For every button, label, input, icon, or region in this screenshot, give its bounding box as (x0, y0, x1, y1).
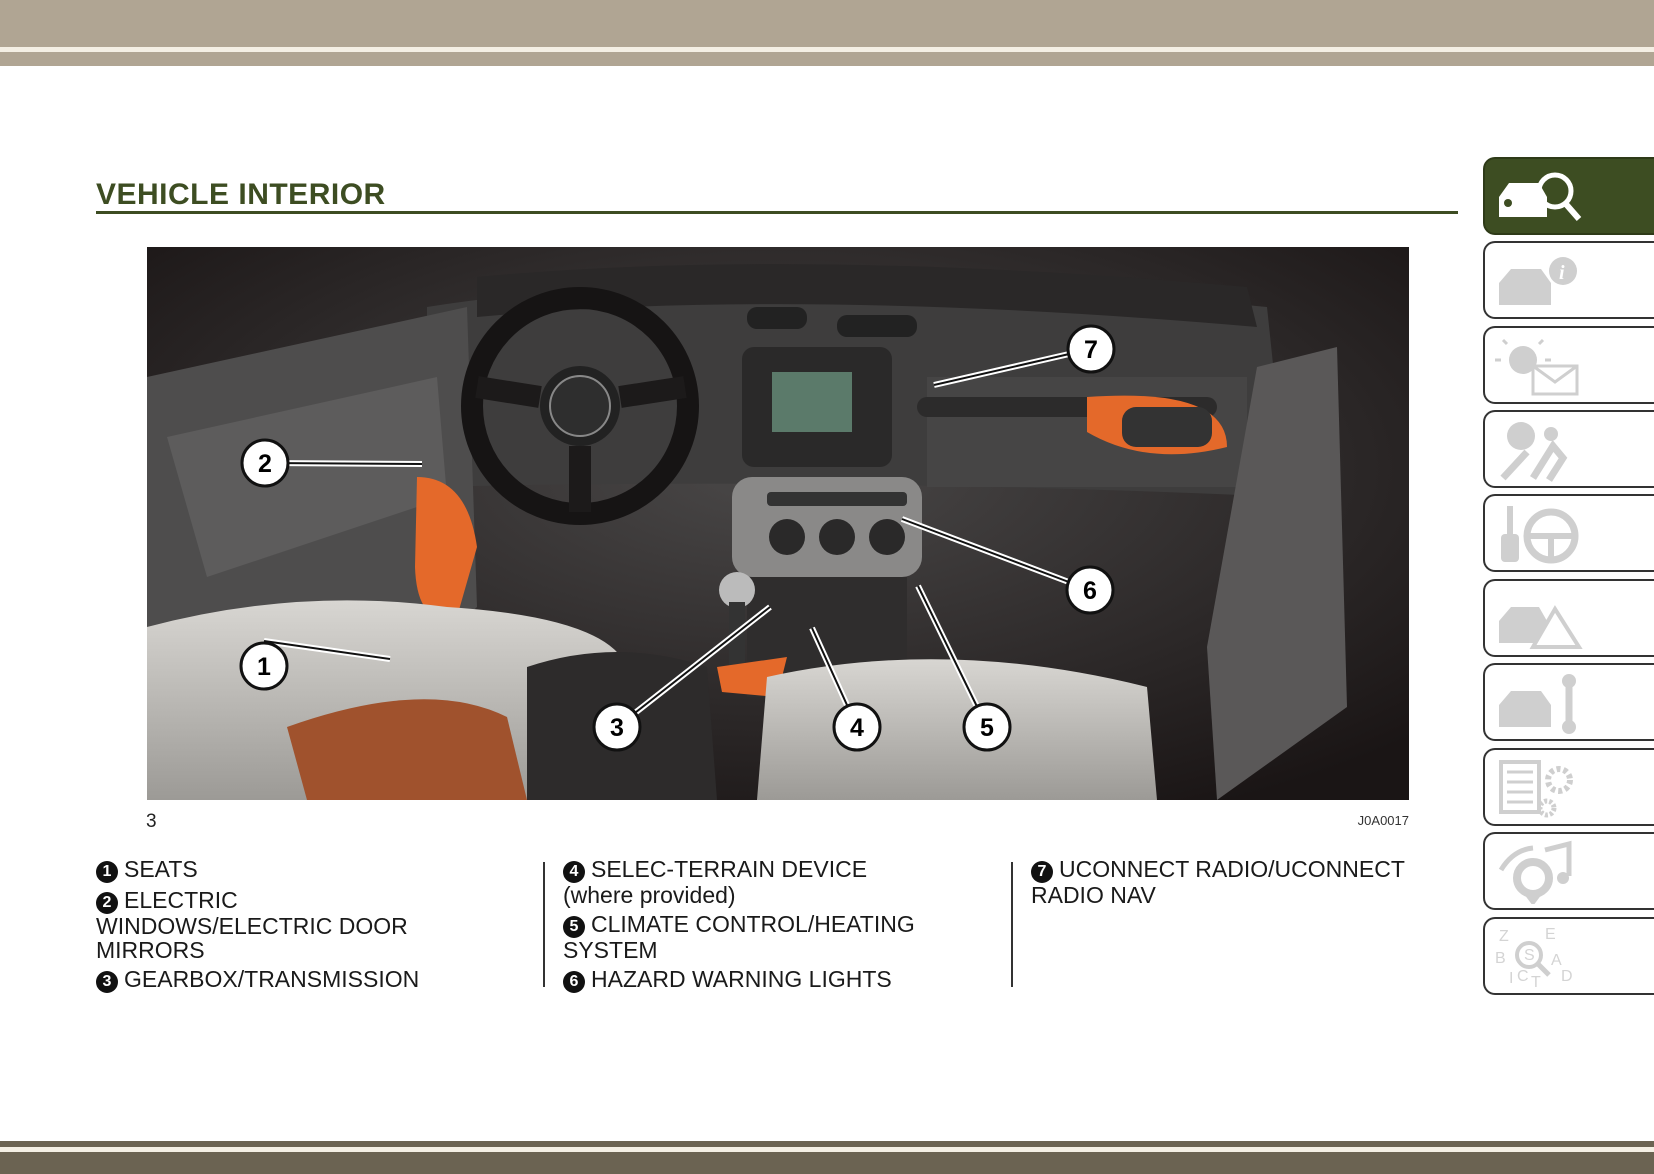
key-steering-wheel-icon (1501, 506, 1579, 564)
multimedia-icon (1498, 840, 1572, 904)
svg-text:i: i (1559, 262, 1565, 284)
index-search-icon: Z E B A C T D I S (1495, 926, 1573, 989)
legend-text: CLIMATE CONTROL/HEATING SYSTEM (563, 911, 915, 963)
safety-airbag-icon (1500, 422, 1568, 482)
callout-2: 2 (240, 438, 290, 488)
legend-number: 2 (96, 892, 118, 914)
svg-text:1: 1 (257, 653, 271, 681)
legend-number: 6 (563, 971, 585, 993)
legend-text: UCONNECT RADIO/UCONNECT RADIO NAV (1031, 856, 1405, 908)
index-letters: Z E B A C T D I S (1495, 926, 1573, 989)
legend-text: HAZARD WARNING LIGHTS (591, 966, 892, 992)
title-underline (96, 211, 1458, 214)
callout-5: 5 (962, 702, 1012, 752)
warning-light-message-icon (1495, 338, 1579, 396)
legend-item: 6 HAZARD WARNING LIGHTS (563, 967, 943, 993)
callout-6: 6 (1065, 565, 1115, 615)
legend-number: 5 (563, 916, 585, 938)
tab-servicing[interactable] (1483, 663, 1654, 741)
car-search-icon (1499, 172, 1582, 221)
tab-starting-driving[interactable] (1483, 494, 1654, 572)
tab-multimedia[interactable] (1483, 832, 1654, 910)
svg-text:3: 3 (610, 714, 624, 742)
column-divider (1011, 862, 1013, 987)
legend-text: SELEC-TERRAIN DEVICE (where provided) (563, 856, 868, 908)
top-band-stripe (0, 47, 1654, 52)
tab-emergency[interactable] (1483, 579, 1654, 657)
legend-number: 4 (563, 861, 585, 883)
column-divider (543, 862, 545, 987)
vehicle-interior-illustration: 1 2 3 4 5 6 7 (147, 247, 1409, 800)
callout-7: 7 (1066, 324, 1116, 374)
legend-number: 7 (1031, 861, 1053, 883)
callout-1: 1 (239, 641, 289, 691)
legend-item: 1 SEATS (96, 857, 516, 883)
legend-text: SEATS (124, 856, 198, 882)
specs-gear-icon (1499, 760, 1573, 818)
callout-4: 4 (832, 702, 882, 752)
page-title: VEHICLE INTERIOR (96, 178, 386, 211)
car-emergency-icon (1499, 605, 1583, 649)
legend-item: 3 GEARBOX/TRANSMISSION (96, 967, 516, 993)
car-wrench-icon (1499, 674, 1576, 734)
legend-text: ELECTRIC WINDOWS/ELECTRIC DOOR MIRRORS (96, 887, 408, 963)
svg-text:6: 6 (1083, 577, 1097, 605)
figure-code: J0A0017 (1357, 813, 1409, 828)
bottom-band (0, 1141, 1654, 1174)
callout-3: 3 (592, 702, 642, 752)
bottom-band-stripe (0, 1147, 1654, 1152)
svg-text:5: 5 (980, 714, 994, 742)
tab-technical-specs[interactable] (1483, 748, 1654, 826)
legend-number: 3 (96, 971, 118, 993)
page-number: 3 (146, 811, 157, 832)
tab-dashboard[interactable]: i (1483, 241, 1654, 319)
svg-text:4: 4 (850, 714, 864, 742)
tab-safety[interactable] (1483, 410, 1654, 488)
car-info-icon: i (1499, 257, 1577, 305)
top-band (0, 0, 1654, 66)
legend-number: 1 (96, 861, 118, 883)
svg-text:2: 2 (258, 450, 272, 478)
svg-text:7: 7 (1084, 336, 1098, 364)
tab-warning-lights[interactable] (1483, 326, 1654, 404)
tab-index[interactable]: Z E B A C T D I S (1483, 917, 1654, 995)
tab-getting-to-know-vehicle[interactable] (1483, 157, 1654, 235)
legend-text: GEARBOX/TRANSMISSION (124, 966, 420, 992)
